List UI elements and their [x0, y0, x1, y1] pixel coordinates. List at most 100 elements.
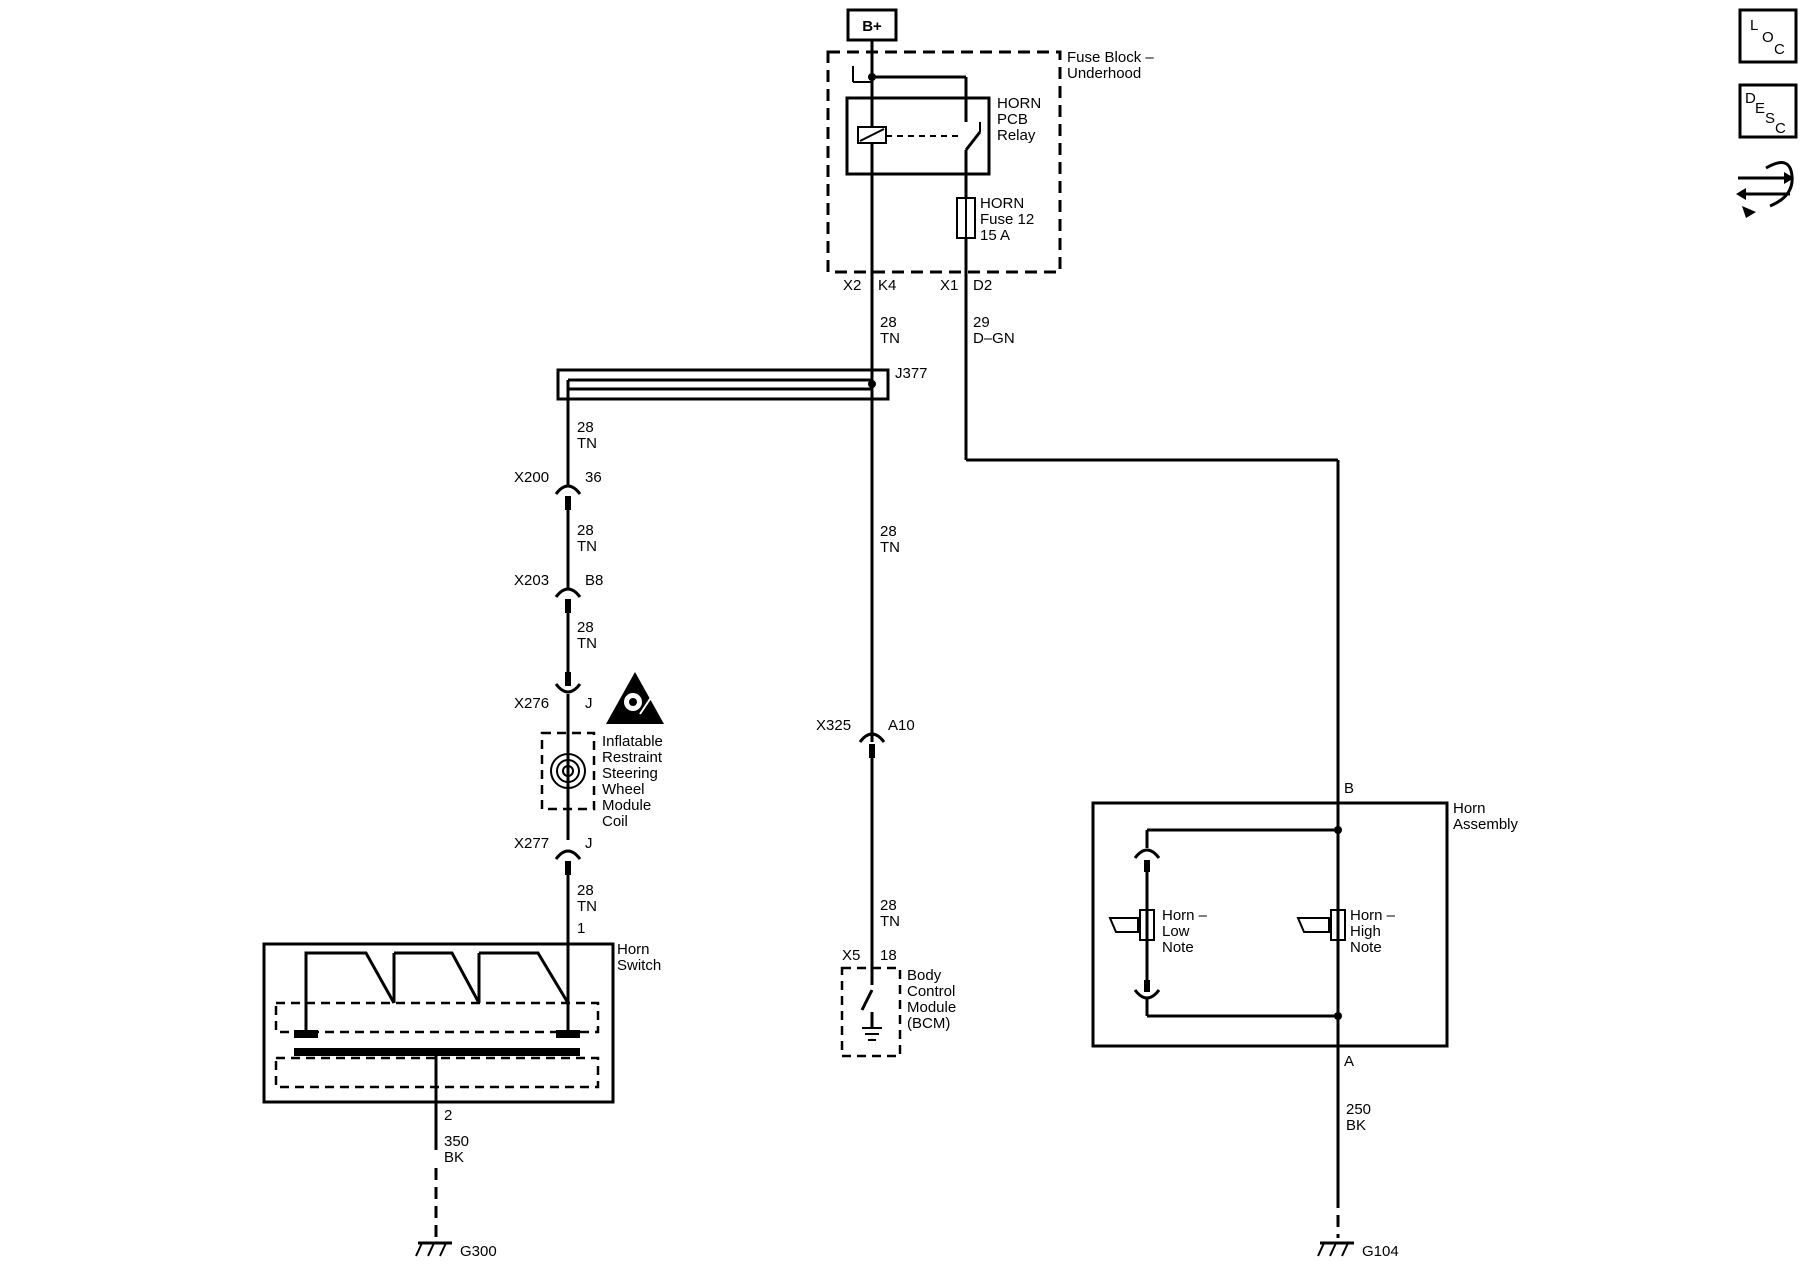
horn-assembly-label-line2: Assembly — [1453, 816, 1519, 833]
airbag-label-line1: Inflatable — [602, 733, 663, 750]
horn-switch-contact-2 — [394, 951, 481, 1004]
horn-connector-a: A — [1344, 1053, 1354, 1070]
horn-low-upper-connector — [1133, 848, 1161, 859]
description-view-box[interactable] — [1738, 83, 1798, 139]
horn-high-note-coil — [1330, 909, 1346, 941]
clockspring-coil-center — [562, 765, 574, 777]
horn-connector-b: B — [1344, 780, 1354, 797]
horn-switch-ground-plate — [294, 1048, 580, 1056]
connector-x325-label: X325 — [816, 717, 851, 734]
ground-g300-hatch-1 — [415, 1242, 423, 1257]
wire-28-circuit-center-2: 28 — [880, 897, 897, 914]
connector-d2-label: D2 — [973, 277, 992, 294]
loc-letter-o: O — [1762, 29, 1774, 46]
wire-tn-color-upper: TN — [880, 330, 900, 347]
description-view-button[interactable]: D E S C — [1738, 83, 1798, 139]
horn-switch-pin-1: 1 — [577, 920, 585, 937]
desc-letter-e: E — [1755, 100, 1765, 117]
body-control-module-outline — [840, 966, 902, 1058]
horn-assembly-box — [1091, 801, 1449, 1048]
horn-switch-label-line2: Switch — [617, 957, 661, 974]
horn-switch-contact-3 — [479, 951, 570, 1033]
wire-28-circuit-left-3: 28 — [577, 619, 594, 636]
desc-letter-s: S — [1765, 110, 1775, 127]
fuse-block-label-line2: Underhood — [1067, 65, 1141, 82]
wire-350-circuit: 350 — [444, 1133, 469, 1150]
wire-29-circuit: 29 — [973, 314, 990, 331]
bcm-label-line1: Body — [907, 967, 942, 984]
airbag-label-line4: Wheel — [602, 781, 645, 798]
connector-x5-pin: 18 — [880, 947, 897, 964]
desc-letter-c: C — [1775, 120, 1786, 137]
connector-x276-female-symbol — [554, 683, 582, 694]
horn-high-label-line3: Note — [1350, 939, 1382, 956]
bcm-label-line4: (BCM) — [907, 1015, 950, 1032]
splice-pack-j377 — [556, 368, 890, 401]
wrench-icon[interactable] — [1742, 206, 1756, 218]
horn-low-label-line3: Note — [1162, 939, 1194, 956]
ground-g300-label: G300 — [460, 1243, 497, 1260]
bcm-switch-arm — [860, 989, 874, 1011]
horn-assembly-label-line1: Horn — [1453, 800, 1486, 817]
airbag-warning-icon-hand — [639, 695, 653, 715]
horn-high-label-line1: Horn – — [1350, 907, 1396, 924]
connector-x200-male-pin — [565, 496, 571, 510]
horn-feed-splice-dot — [1334, 826, 1342, 834]
horn-switch-pin-2: 2 — [444, 1107, 452, 1124]
ground-g104-label: G104 — [1362, 1243, 1399, 1260]
wire-tn-color-center-2: TN — [880, 913, 900, 930]
wire-tn-color-left-3: TN — [577, 635, 597, 652]
wire-dgn-color: D–GN — [973, 330, 1015, 347]
bcm-label-line2: Control — [907, 983, 955, 1000]
wire-tn-color-left-2: TN — [577, 538, 597, 555]
airbag-label-line5: Module — [602, 797, 651, 814]
exchange-icon-arrowhead-bottom[interactable] — [1736, 188, 1746, 200]
clockspring-coil-inner — [556, 759, 580, 783]
exchange-icon-arrowhead-top[interactable] — [1784, 172, 1794, 184]
horn-ground-splice-dot — [1334, 1012, 1342, 1020]
connector-x276-pin: J — [585, 695, 593, 712]
location-view-box[interactable] — [1738, 8, 1798, 64]
airbag-label-line6: Coil — [602, 813, 628, 830]
connector-x203-female-symbol — [554, 587, 582, 598]
connector-x203-pin: B8 — [585, 572, 603, 589]
fuse-label-line1: HORN — [980, 195, 1024, 212]
fuse-label-line2: Fuse 12 — [980, 211, 1034, 228]
ground-g300-hatch-3 — [439, 1242, 447, 1257]
connector-exchange-button[interactable] — [1736, 161, 1794, 218]
ground-g104-hatch-1 — [1317, 1242, 1325, 1257]
connector-x277-female-symbol — [554, 849, 582, 860]
wire-tn-color-left-1: TN — [577, 435, 597, 452]
wire-tn-color-left-4: TN — [577, 898, 597, 915]
horn-switch-contact-1 — [304, 951, 396, 1033]
horn-relay-box — [845, 96, 991, 176]
horn-low-note-coil — [1139, 909, 1155, 941]
bcm-label-line3: Module — [907, 999, 956, 1016]
connector-x276-male-pin — [565, 672, 571, 686]
airbag-label-line2: Restraint — [602, 749, 663, 766]
fuse-block-label-line1: Fuse Block – — [1067, 49, 1154, 66]
ground-g300-hatch-2 — [427, 1242, 435, 1257]
connector-x1-label: X1 — [940, 277, 958, 294]
relay-label-line3: Relay — [997, 127, 1036, 144]
wire-28-circuit-center-1: 28 — [880, 523, 897, 540]
wire-250-circuit: 250 — [1346, 1101, 1371, 1118]
horn-switch-upper-dashed-region — [274, 1001, 600, 1034]
horn-low-note-icon — [1108, 917, 1139, 933]
location-view-button[interactable]: L O C — [1738, 8, 1798, 64]
wire-28-circuit-left-1: 28 — [577, 419, 594, 436]
splice-j377-label: J377 — [895, 365, 928, 382]
horn-high-label-line2: High — [1350, 923, 1381, 940]
wire-bk-color-right: BK — [1346, 1117, 1366, 1134]
exchange-icon-curve[interactable] — [1765, 161, 1794, 208]
wire-bk-color-left: BK — [444, 1149, 464, 1166]
horn-low-lower-pin — [1144, 980, 1150, 992]
horn-low-label-line1: Horn – — [1162, 907, 1208, 924]
steering-wheel-coil-outline — [540, 731, 596, 811]
connector-x276-label: X276 — [514, 695, 549, 712]
relay-label-line1: HORN — [997, 95, 1041, 112]
connector-x200-label: X200 — [514, 469, 549, 486]
wire-28-circuit-upper: 28 — [880, 314, 897, 331]
